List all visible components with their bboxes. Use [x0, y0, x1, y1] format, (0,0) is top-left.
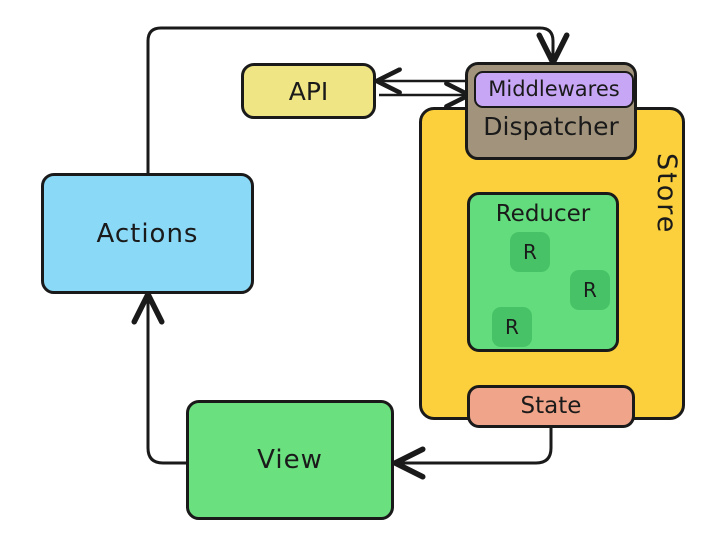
reducer-item[interactable]: R: [492, 307, 532, 347]
edge-view-to-actions: [131, 291, 186, 465]
dispatcher-box[interactable]: Middlewares Dispatcher: [465, 62, 637, 160]
middlewares-box[interactable]: Middlewares: [474, 71, 634, 108]
store-label: Store: [651, 153, 682, 235]
reducer-box[interactable]: Reducer R R R: [467, 192, 619, 352]
reducer-label: Reducer: [495, 201, 591, 227]
api-box[interactable]: API: [241, 63, 376, 119]
actions-box[interactable]: Actions: [41, 173, 254, 294]
dispatcher-label: Dispatcher: [483, 112, 619, 141]
edge-state-to-view: [392, 428, 553, 480]
state-box[interactable]: State: [467, 385, 635, 428]
reducer-item[interactable]: R: [510, 232, 550, 272]
reducer-item[interactable]: R: [570, 270, 610, 310]
view-box[interactable]: View: [186, 400, 394, 520]
